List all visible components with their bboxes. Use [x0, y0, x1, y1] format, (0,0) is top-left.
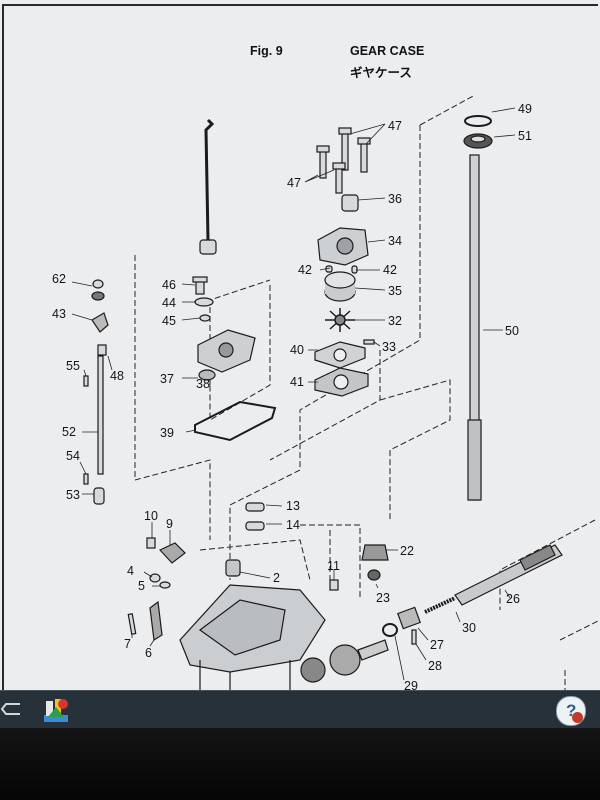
callout-14: 14	[286, 518, 300, 532]
exploded-parts-diagram: 49 51 47 47 36 34 42 42 35 32 33 40 41 4…	[52, 94, 600, 690]
callout-37: 37	[160, 372, 174, 386]
callout-32: 32	[388, 314, 402, 328]
callout-33: 33	[382, 340, 396, 354]
page-frame	[2, 4, 598, 690]
callout-43: 43	[52, 307, 66, 321]
callout-39: 39	[160, 426, 174, 440]
help-alert-badge	[572, 712, 583, 723]
callout-5: 5	[138, 579, 145, 593]
callout-9: 9	[166, 517, 173, 531]
callout-29: 29	[404, 679, 418, 690]
callout-23: 23	[376, 591, 390, 605]
callout-34: 34	[388, 234, 402, 248]
callout-4: 4	[127, 564, 134, 578]
callout-46: 46	[162, 278, 176, 292]
callout-47-top: 47	[388, 119, 402, 133]
callout-50: 50	[505, 324, 519, 338]
callout-26: 26	[506, 592, 520, 606]
callout-45: 45	[162, 314, 176, 328]
figure-number: Fig. 9	[250, 44, 283, 58]
help-icon[interactable]: ?	[556, 696, 586, 726]
callout-38: 38	[196, 377, 210, 391]
callout-36: 36	[388, 192, 402, 206]
callout-6: 6	[145, 646, 152, 660]
callout-40: 40	[290, 343, 304, 357]
callout-27: 27	[430, 638, 444, 652]
callout-28: 28	[428, 659, 442, 673]
callout-55: 55	[66, 359, 80, 373]
callout-22: 22	[400, 544, 414, 558]
callout-35: 35	[388, 284, 402, 298]
callout-62: 62	[52, 272, 66, 286]
callout-49: 49	[518, 102, 532, 116]
callout-7: 7	[124, 637, 131, 651]
callout-47-left: 47	[287, 176, 301, 190]
monitor-bezel	[0, 728, 600, 800]
callout-42-right: 42	[383, 263, 397, 277]
callout-54: 54	[66, 449, 80, 463]
figure-title: GEAR CASE	[350, 44, 425, 58]
callout-11: 11	[327, 559, 340, 573]
manual-page: Fig. 9 GEAR CASE ギヤケース	[0, 0, 600, 690]
app-icon[interactable]	[42, 695, 70, 725]
callout-44: 44	[162, 296, 176, 310]
callout-53: 53	[66, 488, 80, 502]
taskbar: ?	[0, 690, 600, 729]
callout-52: 52	[62, 425, 76, 439]
callout-51: 51	[518, 129, 532, 143]
callout-42-left: 42	[298, 263, 312, 277]
callout-41: 41	[290, 375, 304, 389]
callout-48: 48	[110, 369, 124, 383]
callout-30: 30	[462, 621, 476, 635]
callout-2: 2	[273, 571, 280, 585]
figure-title-japanese: ギヤケース	[350, 66, 412, 80]
help-icon-label: ?	[566, 701, 577, 720]
back-arrow-icon[interactable]	[0, 701, 22, 717]
callout-13: 13	[286, 499, 300, 513]
callout-10: 10	[144, 509, 158, 523]
